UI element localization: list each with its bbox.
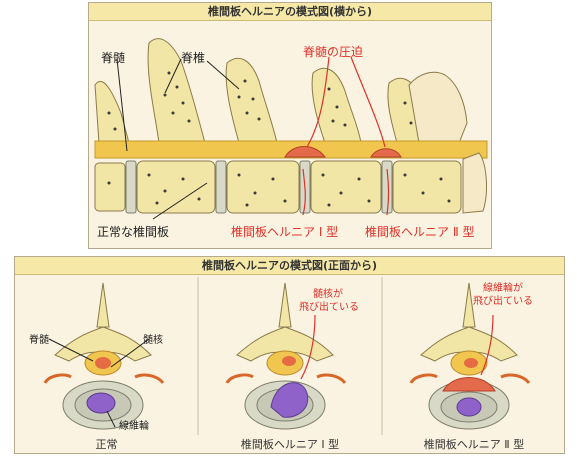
- label-nucleus-out-2: 飛び出ている: [299, 302, 359, 313]
- label-compression: 脊髄の圧迫: [303, 45, 364, 59]
- side-view-title: 椎間板ヘルニアの模式図(横から): [89, 3, 491, 21]
- caption-type1: 椎間板ヘルニア Ⅰ 型: [240, 438, 340, 451]
- label-annulus-out-1: 線維輪が: [483, 283, 523, 294]
- vertebral-bodies: [94, 152, 487, 214]
- vertebra-normal: [43, 282, 165, 430]
- label-spinal-cord: 脊髄: [101, 51, 126, 65]
- side-view-panel: 椎間板ヘルニアの模式図(横から): [88, 2, 492, 249]
- front-view-illustration: [43, 277, 531, 435]
- caption-type2: 椎間板ヘルニア Ⅱ 型: [423, 438, 525, 451]
- caption-normal: 正常: [95, 438, 118, 451]
- label-annulus-out-2: 飛び出ている: [473, 296, 533, 307]
- front-view-panel: 椎間板ヘルニアの模式図(正面から): [14, 256, 565, 454]
- label-nucleus: 髄核: [143, 335, 163, 346]
- label-type2: 椎間板ヘルニア Ⅱ 型: [365, 225, 475, 239]
- side-view-illustration: [94, 38, 488, 220]
- label-annulus: 線維輪: [119, 421, 149, 432]
- label-vertebra: 脊椎: [181, 51, 206, 65]
- spinous-processes: [94, 38, 468, 144]
- label-type1: 椎間板ヘルニア Ⅰ 型: [231, 225, 339, 239]
- vertebra-type2: [409, 282, 531, 430]
- label-front-spinal-cord: 脊髄: [29, 335, 49, 346]
- front-view-title: 椎間板ヘルニアの模式図(正面から): [15, 257, 564, 275]
- label-normal-disc: 正常な椎間板: [97, 225, 170, 239]
- vertebra-type1: [225, 282, 347, 430]
- bone-texture: [107, 71, 413, 131]
- herniation-type2: [370, 148, 402, 158]
- label-nucleus-out-1: 髄核が: [313, 289, 343, 300]
